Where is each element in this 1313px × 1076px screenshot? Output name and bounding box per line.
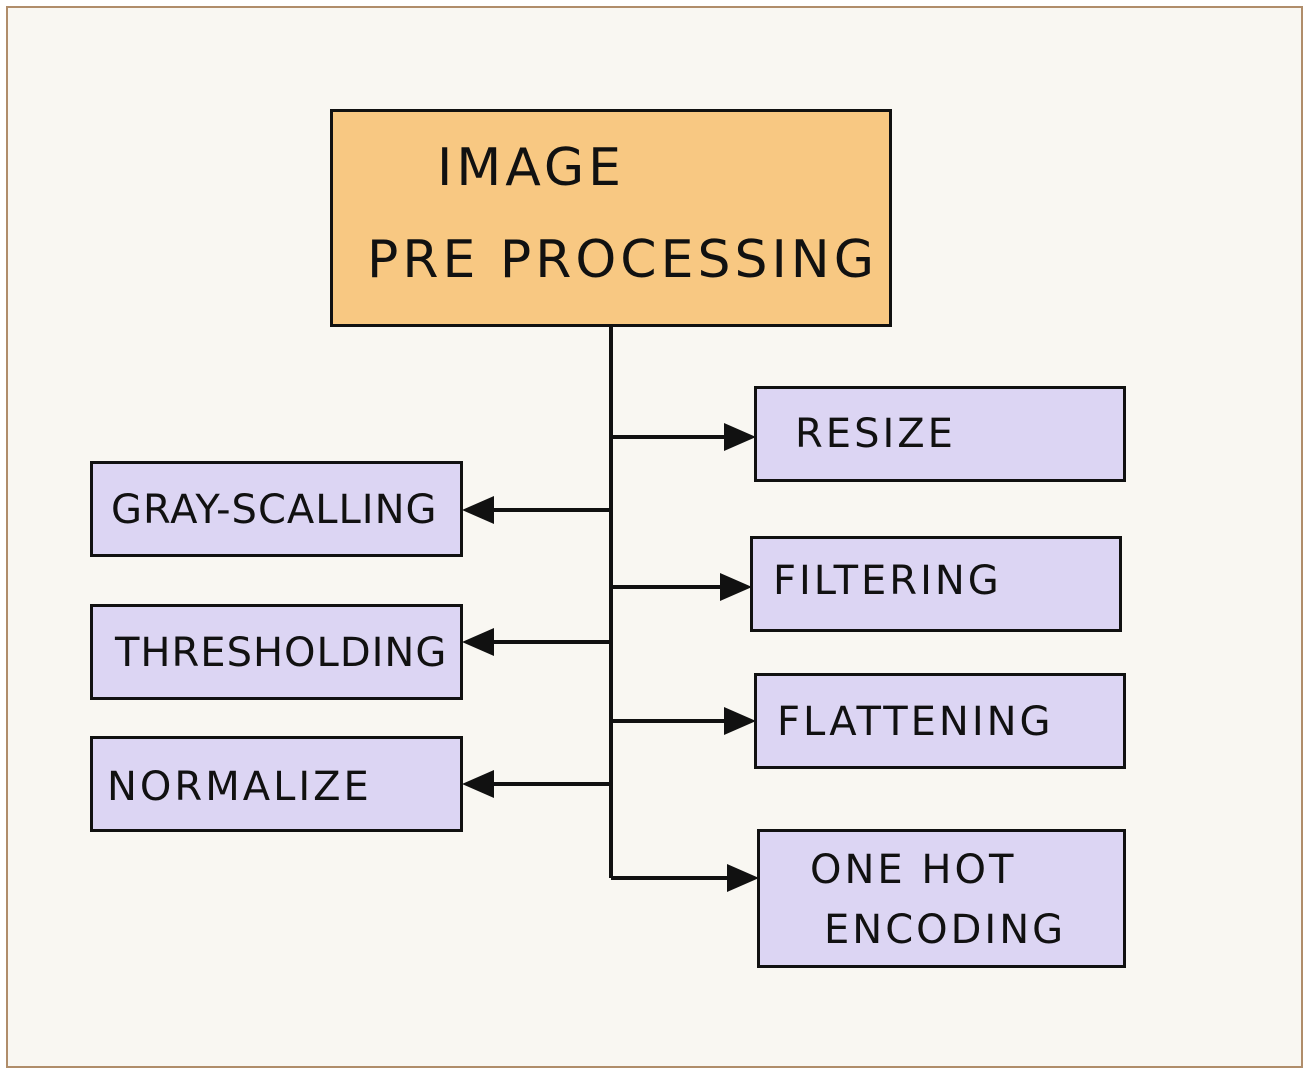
node-one-hot-label-line-2: ENCODING <box>824 907 1067 953</box>
arrowhead-thresholding <box>462 628 494 656</box>
node-filtering-label: FILTERING <box>773 558 1002 604</box>
node-flattening: FLATTENING <box>754 673 1126 769</box>
node-resize-label: RESIZE <box>795 411 956 457</box>
node-filtering: FILTERING <box>750 536 1122 632</box>
arrowhead-one-hot-encoding <box>727 864 759 892</box>
arrowhead-normalize <box>462 770 494 798</box>
node-normalize-label: NORMALIZE <box>107 764 372 810</box>
node-gray-scalling-label: GRAY-SCALLING <box>111 487 438 533</box>
arrowhead-filtering <box>720 573 752 601</box>
node-flattening-label: FLATTENING <box>777 699 1054 745</box>
node-thresholding: THRESHOLDING <box>90 604 463 700</box>
arrowhead-gray-scalling <box>462 496 494 524</box>
root-node-image-pre-processing: IMAGE PRE PROCESSING <box>330 109 892 327</box>
root-label-line-1: IMAGE <box>437 138 626 198</box>
node-resize: RESIZE <box>754 386 1126 482</box>
node-normalize: NORMALIZE <box>90 736 463 832</box>
arrowhead-flattening <box>724 707 756 735</box>
node-gray-scalling: GRAY-SCALLING <box>90 461 463 557</box>
node-thresholding-label: THRESHOLDING <box>115 630 448 676</box>
node-one-hot-encoding: ONE HOT ENCODING <box>757 829 1126 968</box>
root-label-line-2: PRE PROCESSING <box>367 230 878 290</box>
arrowhead-resize <box>724 423 756 451</box>
node-one-hot-label-line-1: ONE HOT <box>810 847 1017 893</box>
